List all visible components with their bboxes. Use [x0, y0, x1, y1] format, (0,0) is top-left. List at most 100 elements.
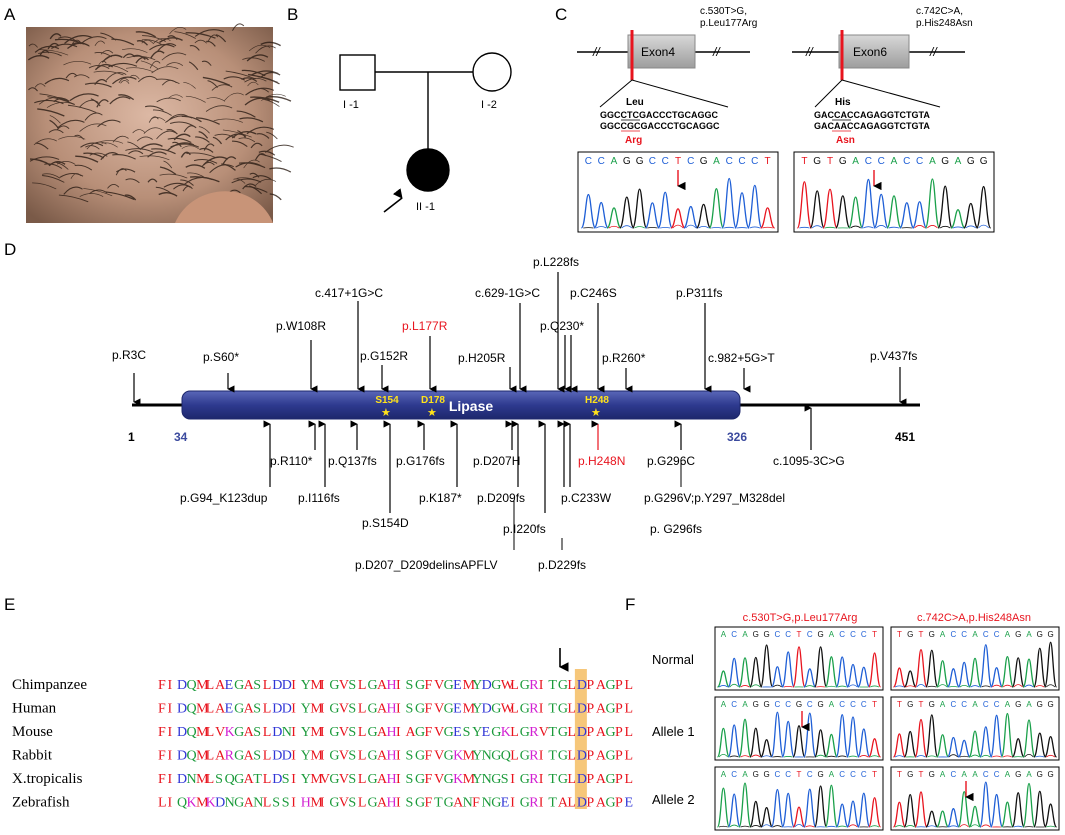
residue: N [482, 796, 492, 811]
residue: Y [301, 772, 311, 787]
residue: H [386, 678, 396, 693]
trace-noise [894, 755, 904, 758]
trace-noise [1002, 684, 1012, 688]
residue: D [282, 749, 292, 764]
trace-peak [979, 781, 993, 828]
star-icon: ★ [381, 407, 391, 419]
trace-peak [749, 800, 763, 828]
base-letter: T [675, 156, 681, 167]
residue: I [168, 749, 173, 764]
residue: M [310, 749, 323, 764]
residue: G [415, 678, 425, 693]
residue: L [263, 678, 272, 693]
residue: N [463, 796, 473, 811]
residue: F [425, 702, 433, 717]
base-letter: C [983, 770, 989, 779]
residue: V [320, 772, 330, 787]
residue: S [253, 725, 261, 740]
residue: Y [301, 725, 311, 740]
trace-noise [894, 685, 904, 688]
trace-peak [846, 663, 860, 688]
base-letter: G [817, 770, 823, 779]
trace-peak [657, 191, 673, 229]
base-letter: G [929, 630, 935, 639]
mutation-label: p. G296fs [650, 522, 702, 536]
base-letter: A [1005, 630, 1011, 639]
residue: I [539, 678, 544, 693]
trace-peak [631, 188, 648, 229]
residue: F [425, 678, 433, 693]
residue: D [177, 772, 187, 787]
trace-noise [783, 685, 793, 688]
residue: S [215, 772, 223, 787]
residue: K [225, 725, 235, 740]
residue: V [339, 725, 349, 740]
residue: S [282, 796, 290, 811]
residue: R [529, 772, 539, 787]
trace-noise [939, 225, 951, 229]
residue: I [539, 749, 544, 764]
residue: G [234, 678, 244, 693]
residue: S [253, 702, 261, 717]
trace-peak [937, 185, 953, 229]
trace-peak [708, 188, 725, 229]
residue: Y [301, 749, 311, 764]
residue: N [187, 772, 197, 787]
base-letter: C [961, 700, 967, 709]
residue: L [567, 725, 576, 740]
variant1-mut-seq: GGCCGCGACCCTGCAGGC [600, 121, 720, 131]
trace-peak [903, 793, 917, 828]
trace-peak [760, 207, 775, 229]
residue: G [415, 702, 425, 717]
residue: G [605, 678, 615, 693]
base-letter: G [1047, 630, 1053, 639]
trace-peak [835, 195, 851, 229]
base-letter: T [919, 770, 924, 779]
base-letter: C [775, 630, 781, 639]
residue: G [520, 725, 530, 740]
base-letter: A [1005, 770, 1011, 779]
residue: A [453, 796, 464, 811]
residue: G [558, 725, 568, 740]
trace-noise [970, 685, 980, 688]
base-letter: A [742, 770, 748, 779]
trace-peak [1022, 658, 1036, 688]
trace-peak [803, 712, 817, 758]
residue: G [234, 725, 244, 740]
base-letter: C [861, 630, 867, 639]
residue: A [558, 796, 569, 811]
residue: R [529, 702, 539, 717]
residue: L [358, 749, 367, 764]
mutation-label: p.H248N [578, 454, 625, 468]
base-letter: G [839, 156, 847, 167]
residue: G [444, 725, 454, 740]
residue: G [520, 749, 530, 764]
base-letter: C [738, 156, 745, 167]
trace-peak [781, 651, 795, 688]
residue: L [567, 702, 576, 717]
variant1-annotation-line1: c.530T>G, [700, 6, 747, 17]
trace-noise [805, 685, 815, 688]
residue: P [615, 796, 623, 811]
base-letter: A [955, 156, 962, 167]
residue: G [415, 749, 425, 764]
mutation-label: p.D209fs [477, 491, 525, 505]
trace-peak [892, 733, 906, 758]
base-letter: A [1026, 770, 1032, 779]
residue: A [244, 796, 255, 811]
residue: D [577, 678, 587, 693]
trace-peak [868, 797, 882, 828]
base-letter: G [929, 700, 935, 709]
trace-noise [621, 225, 633, 229]
base-letter: A [742, 630, 748, 639]
conserved-column-highlight [574, 669, 587, 809]
base-letter: C [585, 156, 592, 167]
trace-noise [826, 825, 836, 828]
residue: S [348, 749, 356, 764]
residue: I [291, 702, 296, 717]
residue: L [263, 702, 272, 717]
residue: Y [472, 678, 482, 693]
trace-noise [875, 225, 887, 229]
trace-noise [905, 825, 915, 828]
